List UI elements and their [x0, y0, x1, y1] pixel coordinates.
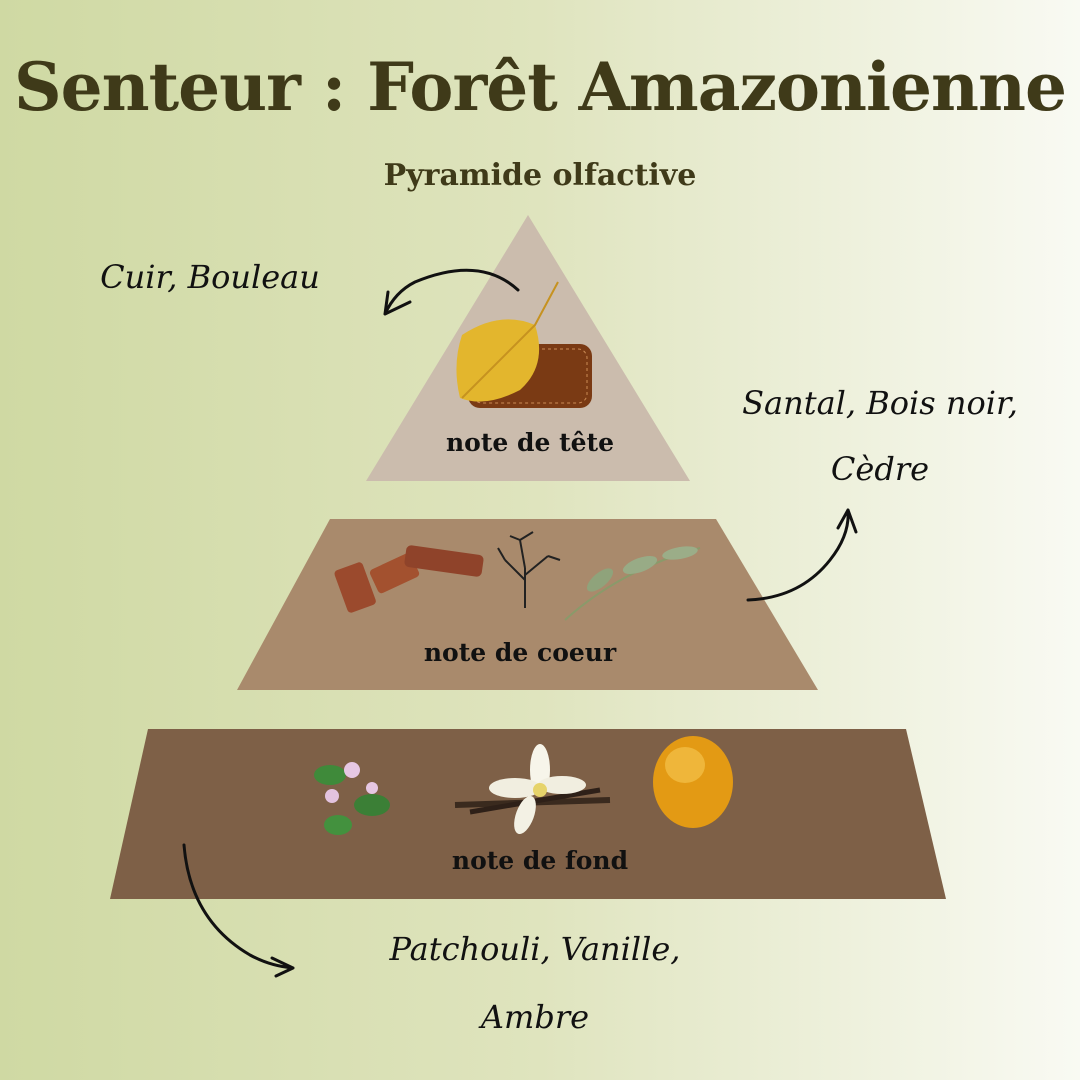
amber-stone-icon: [653, 736, 733, 828]
heart-note-ingredients-line2: Cèdre: [830, 450, 930, 488]
vanilla-flower-icon: [454, 744, 611, 835]
top-note-ingredients: Cuir, Bouleau: [100, 258, 320, 296]
heart-note-label: note de coeur: [423, 638, 617, 667]
bare-tree-icon: [497, 531, 561, 608]
base-note-label: note de fond: [451, 846, 629, 875]
top-note-label: note de tête: [445, 428, 614, 457]
page-subtitle: Pyramide olfactive: [383, 158, 697, 193]
page-title: Senteur : Forêt Amazonienne: [13, 48, 1067, 126]
arrow-top-icon: [383, 268, 520, 316]
heart-note-ingredients-line1: Santal, Bois noir,: [742, 384, 1018, 422]
arrow-middle-icon: [746, 508, 858, 602]
sandalwood-icon: [334, 545, 484, 613]
base-note-ingredients-line1: Patchouli, Vanille,: [389, 930, 681, 968]
pyramid-middle-tier: [237, 519, 818, 690]
base-note-ingredients-line2: Ambre: [480, 998, 590, 1036]
cedar-branch-icon: [564, 546, 701, 621]
arrow-bottom-icon: [182, 843, 295, 978]
birch-leaf-icon: [456, 281, 559, 402]
patchouli-icon: [314, 762, 390, 835]
